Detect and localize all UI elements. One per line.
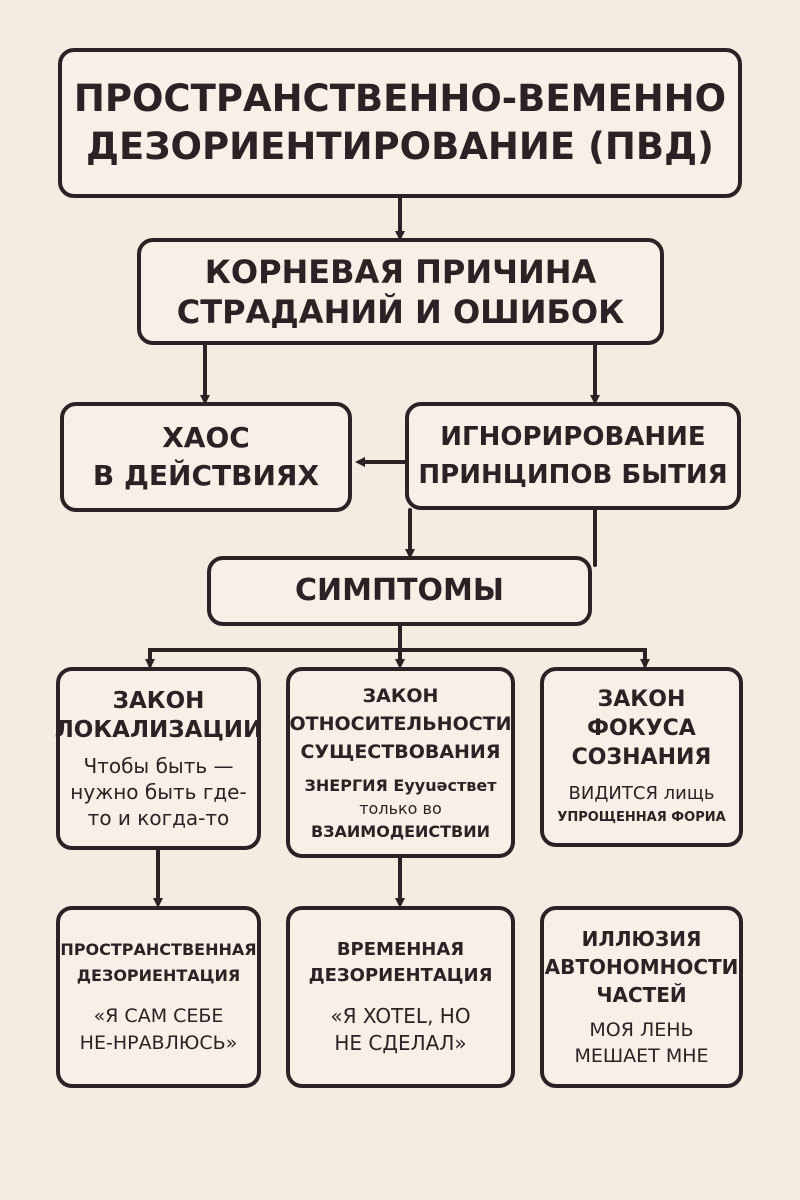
law3-text-2: УПРОЩЕННАЯ ФОРИА xyxy=(557,809,726,825)
outcome3-quote-1: МОЯ ЛЕНЬ xyxy=(589,1019,694,1041)
law3-title-1: ЗАКОН xyxy=(597,686,686,712)
law1-text-3: то и когда-то xyxy=(87,805,230,830)
outcome3-title-3: ЧАСТЕЙ xyxy=(596,983,687,1007)
law-box-localization: ЗАКОН ЛОКАЛИЗАЦИИ Чтобы быть — нужно быт… xyxy=(54,667,263,850)
outcome1-quote-1: «Я САМ СЕБЕ xyxy=(93,1005,224,1027)
law3-title-2: ФОКУСА xyxy=(587,715,696,741)
outcome3-title-1: ИЛЛЮЗИЯ xyxy=(581,927,702,951)
outcome1-quote-2: НЕ-НРАВЛЮСЬ» xyxy=(79,1032,238,1054)
law1-text-2: нужно быть где- xyxy=(70,779,247,804)
outcome2-title-1: ВРЕМЕННАЯ xyxy=(336,939,465,960)
outcome-box-spatial: ПРОСТРАНСТВЕННАЯ ДЕЗОРИЕНТАЦИЯ «Я САМ СЕ… xyxy=(56,906,261,1088)
law1-title-2: ЛОКАЛИЗАЦИИ xyxy=(54,716,263,743)
law2-title-3: СУЩЕСТВОВАНИЯ xyxy=(300,741,501,763)
root-cause-line-2: СТРАДАНИЙ И ОШИБОК xyxy=(176,292,625,331)
symptoms-label: СИМПТОМЫ xyxy=(295,573,504,608)
law3-text-1: ВИДИТСЯ лищь xyxy=(568,782,715,804)
top-box: ПРОСТРАНСТВЕННО-ВЕМЕННО ДЕЗОРИЕНТИРОВАНИ… xyxy=(58,48,742,198)
ignoring-line-2: ПРИНЦИПОВ БЫТИЯ xyxy=(418,460,728,490)
outcome2-quote-2: НЕ СДЕЛАЛ» xyxy=(334,1031,467,1055)
law2-text-1: ЗНЕРГИЯ Еууuəствет xyxy=(304,776,497,795)
outcome3-title-2: АВТОНОМНОСТИ xyxy=(544,955,739,979)
symptoms-branch-line xyxy=(148,648,647,667)
outcome3-quote-2: МЕШАЕТ МНЕ xyxy=(574,1045,709,1067)
chaos-line-1: ХАОС xyxy=(162,421,250,454)
law2-title-1: ЗАКОН xyxy=(362,685,439,707)
law1-text-1: Чтобы быть — xyxy=(83,753,234,778)
outcome-box-temporal: ВРЕМЕННАЯ ДЕЗОРИЕНТАЦИЯ «Я XOTEL, НО НЕ … xyxy=(286,906,515,1088)
ignoring-line-1: ИГНОРИРОВАНИЕ xyxy=(440,422,706,452)
law2-title-2: ОТНОСИТЕЛЬНОСТИ xyxy=(289,713,512,735)
root-cause-line-1: КОРНЕВАЯ ПРИЧИНА xyxy=(204,252,597,291)
outcome2-title-2: ДЕЗОРИЕНТАЦИЯ xyxy=(308,965,493,986)
ignoring-box: ИГНОРИРОВАНИЕ ПРИНЦИПОВ БЫТИЯ xyxy=(405,402,741,510)
top-line-1: ПРОСТРАНСТВЕННО-ВЕМЕННО xyxy=(73,77,727,120)
law2-text-2: только во xyxy=(359,799,442,818)
law2-text-3: ВЗАИМОДЕИСТВИИ xyxy=(310,822,491,841)
law3-title-3: СОЗНАНИЯ xyxy=(571,744,712,770)
outcome1-title-2: ДЕЗОРИЕНТАЦИЯ xyxy=(76,966,241,985)
law1-title-1: ЗАКОН xyxy=(112,687,205,714)
chaos-line-2: В ДЕЙСТВИЯХ xyxy=(92,459,320,492)
symptoms-box: СИМПТОМЫ xyxy=(207,556,592,626)
chaos-box: ХАОС В ДЕЙСТВИЯХ xyxy=(60,402,352,512)
top-line-2: ДЕЗОРИЕНТИРОВАНИЕ (ПВД) xyxy=(86,125,714,168)
outcome-box-autonomy: ИЛЛЮЗИЯ АВТОНОМНОСТИ ЧАСТЕЙ МОЯ ЛЕНЬ МЕШ… xyxy=(540,906,743,1088)
outcome2-quote-1: «Я XOTEL, НО xyxy=(330,1004,471,1028)
root-cause-box: КОРНЕВАЯ ПРИЧИНА СТРАДАНИЙ И ОШИБОК xyxy=(137,238,664,345)
outcome1-title-1: ПРОСТРАНСТВЕННАЯ xyxy=(60,940,257,959)
law-box-relativity: ЗАКОН ОТНОСИТЕЛЬНОСТИ СУЩЕСТВОВАНИЯ ЗНЕР… xyxy=(286,667,515,858)
law-box-focus: ЗАКОН ФОКУСА СОЗНАНИЯ ВИДИТСЯ лищь УПРОЩ… xyxy=(540,667,743,847)
